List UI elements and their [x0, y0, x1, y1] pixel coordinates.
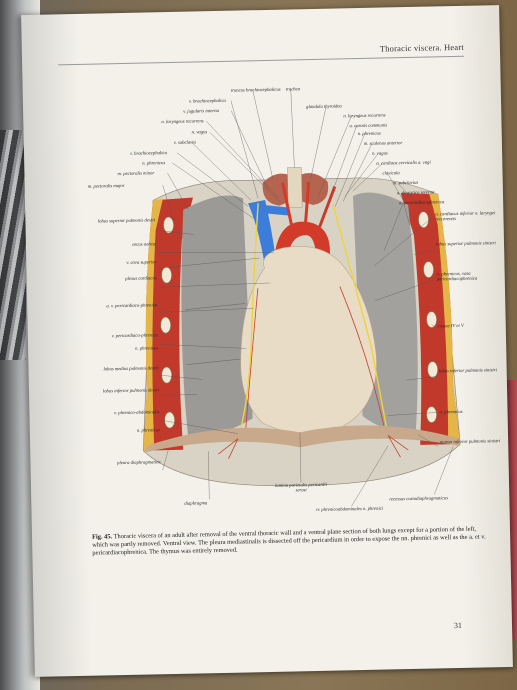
- label-right-5: n. vagus: [372, 151, 388, 157]
- label-right-1: n. laryngeus recurrens: [343, 113, 386, 120]
- label-right-8: m. subclavius: [392, 180, 419, 187]
- book-page: Thoracic viscera. Heart: [21, 5, 513, 677]
- label-right-4: m. scalenus anterior: [363, 141, 403, 147]
- label-left-0: v. brachiocephalica: [188, 98, 226, 105]
- label-diaphragma: diaphragma: [184, 501, 208, 507]
- label-left-3: n. vagus: [191, 130, 208, 136]
- diaphragm: [143, 425, 461, 453]
- label-trachea: trachea: [285, 87, 301, 93]
- page-number: 31: [453, 620, 463, 631]
- label-right-0: glandula thyroidea: [306, 104, 342, 111]
- label-left-8: m. pectoralis major: [87, 183, 125, 190]
- anatomical-illustration: truncus brachiocephalicus trachea v. bra…: [81, 83, 514, 522]
- label-right-10: a. pericardiacophrenica: [399, 200, 445, 207]
- label-right-7: clavicula: [382, 171, 400, 177]
- superior-vena-cava: [248, 200, 277, 264]
- right-lung: [181, 195, 253, 436]
- label-left-1: v. jugularis interna: [183, 108, 219, 115]
- label-right-13: n. phrenicus, vasa pericardiacophrenica: [436, 271, 478, 283]
- caption-label: Fig. 45.: [91, 533, 113, 541]
- figure-caption: Fig. 45. Thoracic viscera of an adult af…: [92, 525, 492, 557]
- label-lamina-parietalis: lamina parietalis pericardii serosi: [275, 482, 328, 494]
- left-phrenic-nerve: [332, 204, 389, 436]
- label-right-3: n. phrenicus: [357, 131, 381, 138]
- label-left-7: m. pectoralis minor: [117, 171, 155, 178]
- label-left-2: n. laryngeus recurrens: [161, 119, 204, 126]
- header-rule: [58, 55, 465, 66]
- right-phrenic-nerve: [237, 203, 259, 439]
- label-right-9: a. thoracica interna: [396, 190, 435, 197]
- label-left-6: n. phrenicus: [142, 161, 166, 167]
- label-left-4: v. subclavia: [173, 140, 196, 146]
- label-truncus-brachiocephalicus: truncus brachiocephalicus: [230, 87, 281, 94]
- thorax-drawing: [142, 167, 461, 487]
- label-right-2: a. carotis communis: [349, 123, 388, 130]
- label-right-11: n. cardiacus inferior n. laryngei recurr…: [435, 211, 496, 223]
- label-left-5: v. brachiocephalica: [130, 151, 167, 157]
- caption-text: Thoracic viscera of an adult after remov…: [92, 525, 486, 557]
- running-head: Thoracic viscera. Heart: [379, 41, 464, 54]
